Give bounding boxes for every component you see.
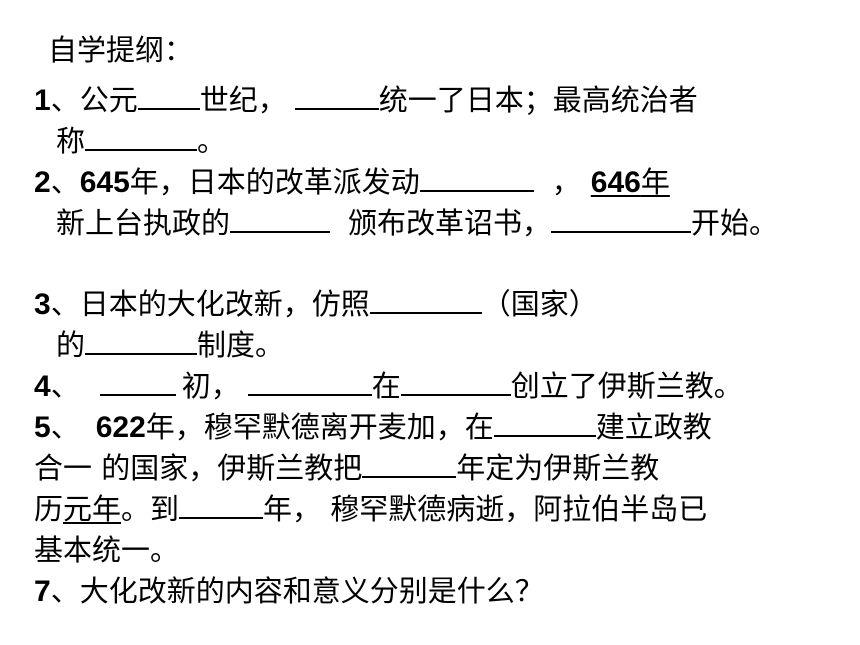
q2-text-2: 年，日本的改革派发动 [129, 165, 420, 199]
question-5-number: 5 [34, 411, 51, 444]
q7-text-1: 、大化改新的内容和意义分别是什么？ [50, 574, 544, 608]
q5-blank-death-year[interactable] [179, 491, 264, 519]
q2-text-3: ， [551, 165, 581, 199]
q5-text-6: 历 [34, 492, 64, 526]
q3-text-3: 的 [56, 328, 86, 362]
q4-blank-century[interactable] [99, 368, 176, 396]
q5-text-9: 年， 穆罕默德病逝，阿拉伯半岛已 [263, 492, 708, 526]
q2-blank-ruler[interactable] [230, 205, 331, 233]
q3-blank-system[interactable] [85, 327, 198, 355]
question-1-line-1: 1、公元 世纪， 统一了日本；最高统治者 [34, 82, 698, 118]
page-title: 自学提纲： [48, 32, 193, 68]
q5-text-8: 。到 [121, 492, 180, 526]
question-7-number: 7 [34, 575, 51, 608]
q5-blank-year[interactable] [362, 450, 457, 478]
q3-text-2: （国家） [481, 287, 598, 321]
q3-blank-country[interactable] [369, 286, 482, 314]
q4-text-4: 创立了伊斯兰教。 [510, 369, 743, 403]
question-5-line-1: 5、 622年，穆罕默德离开麦加，在 建立政教 [34, 409, 712, 445]
question-2-line-1: 2、645年，日本的改革派发动 ， 646年 [34, 164, 670, 200]
question-4-number: 4 [34, 370, 51, 403]
q4-text-1: 、 [50, 369, 80, 403]
q4-blank-place[interactable] [400, 368, 511, 396]
q3-text-4: 制度。 [197, 328, 285, 362]
q5-year-622: 622 [95, 411, 146, 444]
q5-blank-city[interactable] [493, 409, 596, 437]
question-3-line-1: 3、日本的大化改新，仿照 （国家） [34, 286, 598, 322]
q2-year-646: 646 [590, 166, 641, 199]
q5-text-2: 年，穆罕默德离开麦加，在 [145, 410, 494, 444]
q5-text-1: 、 [50, 410, 80, 444]
title-text: 自学提纲： [48, 33, 194, 67]
question-5-line-3: 历元年。到 年， 穆罕默德病逝，阿拉伯半岛已 [34, 491, 707, 527]
q4-text-3: 在 [371, 369, 401, 403]
q2-text-6: 颁布改革诏书， [348, 206, 552, 240]
q1-blank-unifier[interactable] [294, 82, 379, 110]
q5-text-3: 建立政教 [595, 410, 712, 444]
question-7-line: 7、大化改新的内容和意义分别是什么？ [34, 573, 544, 609]
question-3-number: 3 [34, 288, 51, 321]
q2-text-1: 、 [50, 165, 80, 199]
q4-text-2: 初， [181, 369, 240, 403]
question-3-line-2: 的 制度。 [56, 327, 284, 363]
question-5-line-2: 合一 的国家，伊斯兰教把 年定为伊斯兰教 [34, 450, 659, 486]
q1-text-2: 世纪， [199, 83, 287, 117]
q5-text-7: 元年 [63, 492, 122, 526]
q1-blank-century[interactable] [137, 82, 200, 110]
q2-text-4: 年 [640, 165, 670, 199]
q2-blank-coup[interactable] [419, 164, 534, 192]
question-5-line-4: 基本统一。 [34, 532, 179, 568]
q2-year-646-group: 646年 [591, 165, 670, 199]
q2-blank-reform[interactable] [551, 205, 692, 233]
q5-text-10: 基本统一。 [34, 533, 180, 567]
q1-blank-title[interactable] [85, 123, 198, 151]
q2-text-5: 新上台执政的 [56, 206, 231, 240]
q2-year-645: 645 [79, 166, 130, 199]
question-2-line-2: 新上台执政的 颁布改革诏书， 开始。 [56, 205, 778, 241]
q1-text-4: 称 [56, 124, 86, 158]
q1-text-5: 。 [197, 124, 227, 158]
q2-text-7: 开始。 [691, 206, 779, 240]
q1-text-3: 统一了日本；最高统治者 [378, 83, 698, 117]
q1-text-1: 、公元 [50, 83, 138, 117]
q5-text-4: 合一 的国家，伊斯兰教把 [34, 451, 363, 485]
question-1-number: 1 [34, 84, 51, 117]
question-2-number: 2 [34, 166, 51, 199]
question-4-line: 4、 初， 在 创立了伊斯兰教。 [34, 368, 743, 404]
q5-text-5: 年定为伊斯兰教 [456, 451, 660, 485]
q4-blank-founder[interactable] [247, 368, 372, 396]
question-1-line-2: 称。 [56, 123, 226, 159]
q3-text-1: 、日本的大化改新，仿照 [50, 287, 370, 321]
